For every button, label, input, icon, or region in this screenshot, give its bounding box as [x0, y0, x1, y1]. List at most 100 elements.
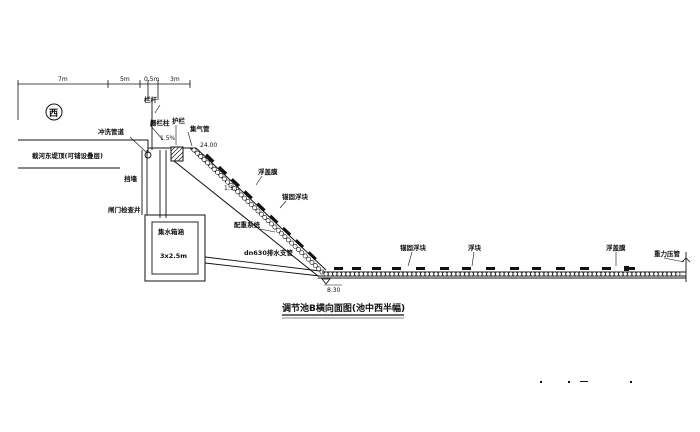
float-bead: [296, 247, 301, 252]
float-bead: [662, 271, 668, 277]
float-bead: [332, 271, 338, 277]
float-bead: [411, 271, 417, 277]
float-bead: [574, 271, 580, 277]
float-bead: [272, 224, 278, 230]
float-bead: [316, 266, 322, 272]
float-bead: [636, 271, 641, 277]
anchor-float-label-2: 锚固浮块: [400, 243, 427, 252]
gravity-pipe-label: 重力压管: [654, 249, 681, 258]
float-bead: [252, 205, 258, 211]
membrane-block: [205, 153, 215, 163]
float-bead: [627, 271, 632, 277]
float-body-label: 浮块: [468, 243, 482, 252]
float-bead: [481, 271, 487, 277]
float-bead: [649, 271, 654, 277]
float-bead: [289, 240, 295, 246]
float-bead: [592, 271, 597, 277]
membrane-block: [580, 267, 589, 270]
float-bead: [269, 221, 274, 227]
float-bead: [367, 271, 373, 277]
float-bead: [543, 271, 549, 277]
membrane-block: [256, 202, 266, 212]
floating-membrane-label-1: 浮盖膜: [258, 167, 278, 176]
membrane-block: [532, 267, 541, 270]
float-bead: [455, 271, 461, 277]
float-bead: [215, 170, 220, 175]
slope-membrane-blocks: [205, 153, 317, 261]
drawing-title: 调节池B横向面图(池中西半幅): [282, 302, 405, 314]
float-bead: [245, 198, 251, 204]
float-bead: [265, 218, 271, 224]
membrane-block: [281, 226, 292, 236]
float-bead: [570, 271, 575, 277]
sluice-shaft-label: 闸门检查井: [108, 205, 141, 214]
float-bead: [312, 263, 318, 268]
float-bead: [235, 189, 241, 195]
float-bead: [517, 271, 522, 277]
bottom-float-beads: [323, 271, 681, 277]
guard-rail-block: [170, 146, 184, 162]
float-bead: [232, 186, 237, 191]
membrane-block: [230, 178, 241, 188]
tank-name: 集水箱涵: [157, 227, 185, 236]
float-bead: [208, 163, 214, 169]
float-bead: [327, 271, 333, 277]
float-bead: [262, 215, 268, 220]
float-bead: [380, 271, 386, 277]
membrane-block: [334, 267, 343, 270]
membrane-block: [486, 267, 495, 270]
float-bead: [644, 271, 650, 277]
float-bead: [279, 231, 284, 236]
float-bead: [336, 271, 342, 277]
float-bead: [614, 271, 619, 277]
membrane-block: [626, 267, 635, 270]
float-bead: [218, 173, 224, 179]
pipe-label: dn630排水支管: [244, 248, 293, 257]
float-bead: [548, 271, 553, 277]
float-bead: [205, 160, 210, 166]
guard-rail-hatch: [170, 146, 184, 162]
dimension-3m: 3m: [170, 76, 180, 83]
float-bead: [433, 271, 439, 277]
float-bead: [442, 271, 448, 277]
dimension-7m: 7m: [58, 76, 68, 83]
float-bead: [526, 271, 531, 277]
float-bead: [561, 271, 566, 277]
leader-lines-top: [129, 104, 193, 153]
float-bead: [255, 208, 261, 214]
float-bead: [473, 271, 478, 277]
retaining-wall-label: 挡墙: [124, 174, 138, 183]
membrane-block: [243, 190, 253, 200]
membrane-block: [307, 251, 317, 261]
float-bead: [211, 166, 217, 172]
float-bead: [389, 271, 395, 277]
float-bead: [565, 271, 571, 277]
membrane-block: [556, 267, 565, 270]
membrane-block: [294, 239, 305, 249]
float-bead: [486, 271, 492, 277]
float-bead: [306, 256, 311, 262]
float-bead: [349, 271, 355, 277]
float-bead: [415, 271, 421, 277]
float-bead: [477, 271, 483, 277]
float-bead: [468, 271, 474, 277]
float-bead: [499, 271, 505, 277]
membrane-block: [624, 266, 629, 271]
leader-lines-slope: [255, 175, 287, 233]
membrane-block: [372, 267, 381, 270]
float-bead: [605, 271, 610, 277]
float-bead: [282, 234, 288, 240]
float-bead: [285, 237, 291, 243]
tank-outer: [144, 214, 206, 282]
drain-pipe: [204, 256, 321, 277]
float-bead: [451, 271, 456, 277]
anchor-float-label: 锚固浮块: [282, 192, 309, 201]
slope-ratio-label: 1:1.5: [224, 185, 240, 192]
float-bead: [556, 271, 562, 277]
float-bead: [345, 271, 351, 277]
float-bead: [292, 243, 298, 249]
float-bead: [398, 271, 404, 277]
float-bead: [437, 271, 443, 277]
float-bead: [490, 271, 496, 277]
flushing-pipe-label: 冲洗管道: [98, 127, 125, 136]
